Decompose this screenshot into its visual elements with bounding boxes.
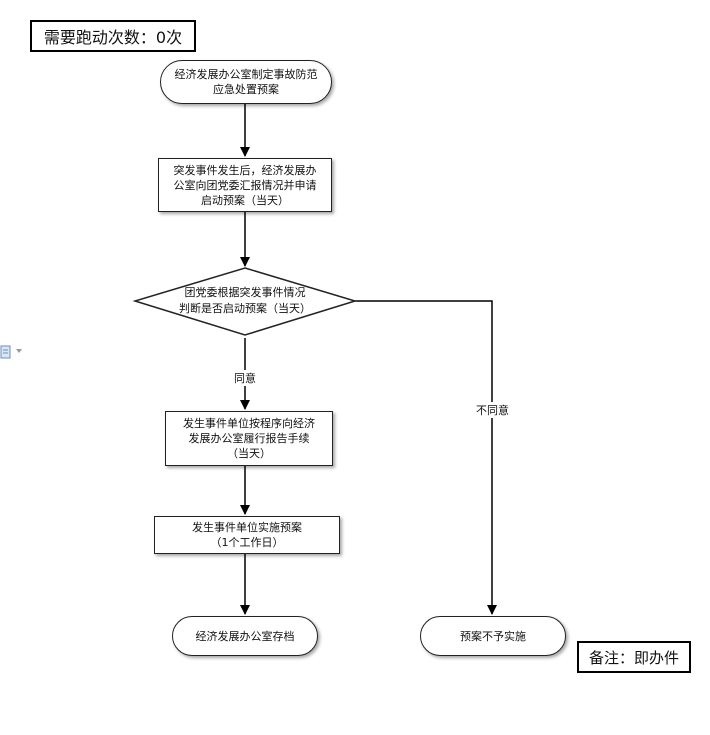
step-not-implement-text: 预案不予实施 [460,629,526,643]
step-unit-report-text: 发生事件单位按程序向经济 发展办公室履行报告手续 （当天） [183,417,315,460]
decision-diamond [132,267,358,336]
note-label: 备注：即办件 [588,648,679,667]
document-icon [0,344,12,359]
arrow-decision-to-not-implement [355,300,497,615]
step-unit-report: 发生事件单位按程序向经济 发展办公室履行报告手续 （当天） [165,411,333,466]
document-icon-glyph [0,345,11,359]
dropdown-caret-icon [16,349,22,353]
step-start-plan: 经济发展办公室制定事故防范 应急处置预案 [160,60,332,104]
step-archive-text: 经济发展办公室存档 [195,629,295,643]
step-start-plan-text: 经济发展办公室制定事故防范 应急处置预案 [174,68,318,96]
edge-label-disagree: 不同意 [474,402,511,418]
step-implement: 发生事件单位实施预案 （1个工作日） [154,516,340,554]
decision-text: 团党委根据突发事件情况 判断是否启动预案（当天） [179,286,311,315]
step-not-implement: 预案不予实施 [420,616,566,656]
step-report-apply-text: 突发事件发生后，经济发展办 公室向团党委汇报情况并申请 启动预案（当天） [173,163,317,207]
step-report-apply: 突发事件发生后，经济发展办 公室向团党委汇报情况并申请 启动预案（当天） [158,158,332,212]
run-count-box: 需要跑动次数：0次 [30,20,196,52]
note-box: 备注：即办件 [577,641,691,673]
step-archive: 经济发展办公室存档 [172,616,318,656]
run-count-label: 需要跑动次数：0次 [43,28,183,47]
edge-label-agree: 同意 [232,370,258,386]
step-implement-text: 发生事件单位实施预案 （1个工作日） [192,521,302,549]
